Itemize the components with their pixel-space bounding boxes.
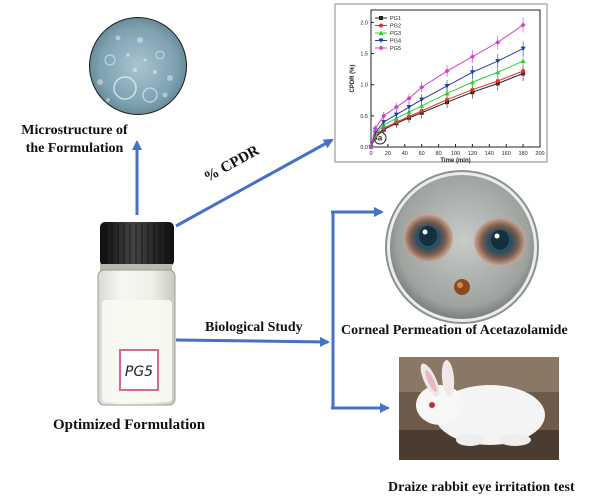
data-point-pg5 [368,144,374,150]
data-point-pg5 [495,39,501,45]
x-tick-label: 200 [535,151,544,157]
x-tick-label: 120 [468,151,477,157]
legend-marker-pg2 [379,23,383,28]
data-point-pg3 [495,69,501,75]
legend-marker-pg3 [378,30,384,35]
data-point-pg5 [381,113,387,119]
data-point-pg5 [419,84,425,90]
data-point-pg4 [469,70,475,75]
data-point-pg4 [419,97,425,103]
y-tick-label: 0.5 [360,114,368,120]
microstructure-label-line2: the Formulation [25,141,124,156]
biological-study-label: Biological Study [205,320,303,335]
x-tick-label: 0 [369,151,372,157]
x-tick-label: 160 [502,151,511,157]
panel-tag-text: a [378,134,383,143]
data-point-pg2 [521,69,526,74]
data-point-pg5 [372,125,378,131]
series-line-pg5 [370,24,524,148]
microstructure-label-line1: Microstructure of [21,123,128,138]
draize-test-label: Draize rabbit eye irritation test [388,480,575,495]
data-point-pg4 [393,112,399,118]
y-tick-label: 1.5 [360,52,368,58]
data-point-pg4 [495,59,501,64]
microstructure-label: Microstructure of the Formulation [7,122,142,158]
data-point-pg5 [406,95,412,101]
vial-image: PG5 [97,222,176,406]
x-tick-label: 20 [385,151,391,157]
data-point-pg4 [406,105,412,110]
legend-marker-pg5 [378,45,384,51]
data-point-pg3 [469,79,475,85]
y-axis-label: CPDR (%) [350,64,356,92]
x-tick-label: 80 [436,151,442,157]
legend-entry: PG3 [390,31,401,37]
flow-arrows [132,138,390,413]
series-line-pg4 [370,48,524,148]
data-point-pg3 [419,103,425,108]
legend-marker-pg4 [378,38,384,43]
series-line-pg2 [370,70,524,148]
data-point-pg5 [444,68,450,74]
series-line-pg3 [370,60,524,148]
data-point-pg5 [393,104,399,110]
data-point-pg3 [520,58,526,64]
legend-entry: PG1 [390,16,401,22]
data-point-pg5 [520,22,526,28]
data-point-pg2 [470,87,475,92]
corneal-dish-image [385,170,539,324]
data-point-pg3 [444,90,450,96]
series-line-pg1 [370,73,524,148]
legend-entry: PG2 [390,24,401,30]
data-point-pg2 [445,97,450,102]
x-tick-label: 100 [451,151,460,157]
x-tick-label: 60 [419,151,425,157]
legend-marker-pg1 [379,16,383,20]
y-tick-label: 2.0 [360,20,368,26]
arrow-to-cpdr-chart [175,138,334,228]
x-tick-label: 180 [519,151,528,157]
arrow-biological-main [175,336,330,347]
y-tick-label: 1.0 [360,83,368,89]
x-tick-label: 140 [485,151,494,157]
x-axis-label: Time (min) [440,158,470,164]
microstructure-image [89,17,187,115]
data-point-pg5 [469,54,475,60]
rabbit-image [399,357,559,460]
chart-plot-area: 0 20 40 60 80 100 120 140 160 180 200 0.0 0.5 1.0 1.5 2… [350,9,545,164]
legend-entry: PG5 [390,46,401,52]
data-point-pg4 [444,83,450,89]
optimized-formulation-label: Optimized Formulation [53,417,206,433]
x-tick-label: 40 [402,151,408,157]
legend-entry: PG4 [390,39,401,45]
data-point-pg4 [381,120,387,125]
vial-label-text: PG5 [125,364,153,380]
data-point-pg4 [520,46,526,52]
corneal-permeation-label: Corneal Permeation of Acetazolamide [341,323,568,338]
y-tick-label: 0.0 [360,145,368,151]
cpdr-chart: 0 20 40 60 80 100 120 140 160 180 200 0.0 0.5 1.0 1.5 2… [334,3,548,164]
data-point-pg2 [495,78,500,83]
